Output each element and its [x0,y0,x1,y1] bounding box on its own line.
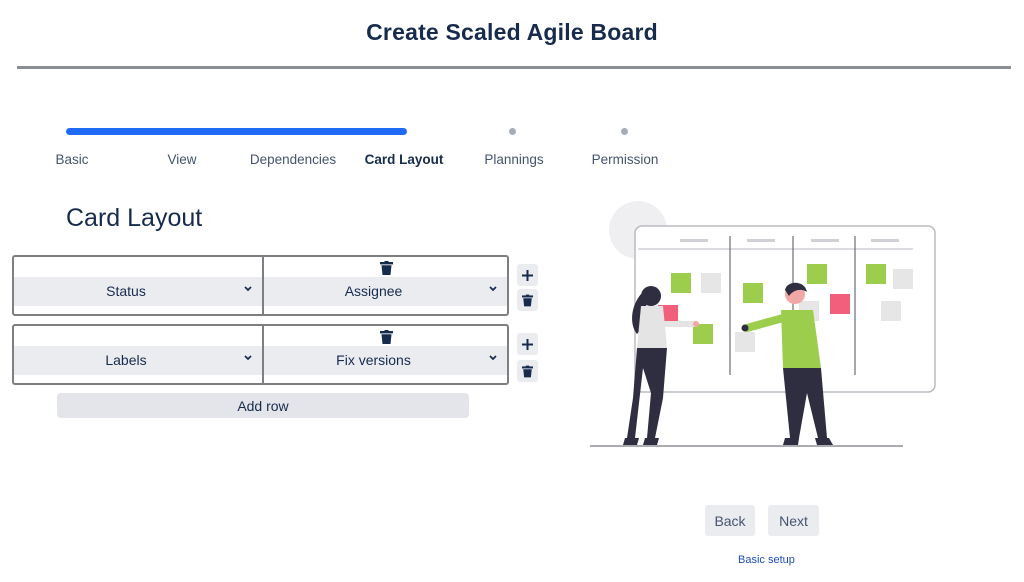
delete-row-button[interactable] [517,289,538,311]
step-dot-permission[interactable] [621,128,628,135]
card-layout-row: Status Assignee [12,255,509,316]
field-select-value: Fix versions [336,352,411,368]
field-select-right[interactable]: Fix versions [264,346,507,375]
header-divider [17,66,1011,69]
step-plannings[interactable]: Plannings [484,152,544,167]
back-button[interactable]: Back [705,505,755,536]
chevron-down-icon [489,355,497,361]
step-view[interactable]: View [167,152,197,167]
field-select-right[interactable]: Assignee [264,277,507,306]
plus-icon [522,269,533,281]
chevron-down-icon [489,286,497,292]
step-dependencies[interactable]: Dependencies [249,152,337,167]
field-select-value: Status [106,283,146,299]
row-divider [262,326,264,383]
add-field-button[interactable] [517,264,538,286]
basic-setup-link[interactable]: Basic setup [738,554,795,566]
trash-icon [522,294,533,306]
chevron-down-icon [244,286,252,292]
trash-icon[interactable] [380,261,393,275]
kanban-board-illustration [590,201,936,447]
field-select-value: Labels [105,352,147,368]
delete-row-button[interactable] [517,360,538,382]
trash-icon[interactable] [380,330,393,344]
step-permission[interactable]: Permission [591,152,659,167]
card-layout-row: Labels Fix versions [12,324,509,385]
chevron-down-icon [244,355,252,361]
row-divider [262,257,264,314]
wizard-progress-bar [66,128,407,135]
field-select-value: Assignee [344,283,403,299]
section-title: Card Layout [66,204,203,232]
step-dot-plannings[interactable] [509,128,516,135]
plus-icon [522,338,533,350]
next-button[interactable]: Next [768,505,819,536]
page-title: Create Scaled Agile Board [366,19,658,45]
step-basic[interactable]: Basic [55,152,89,167]
add-field-button[interactable] [517,333,538,355]
add-row-button[interactable]: Add row [57,393,469,418]
field-select-left[interactable]: Status [14,277,262,306]
step-card-layout[interactable]: Card Layout [364,152,444,167]
trash-icon [522,365,533,377]
field-select-left[interactable]: Labels [14,346,262,375]
